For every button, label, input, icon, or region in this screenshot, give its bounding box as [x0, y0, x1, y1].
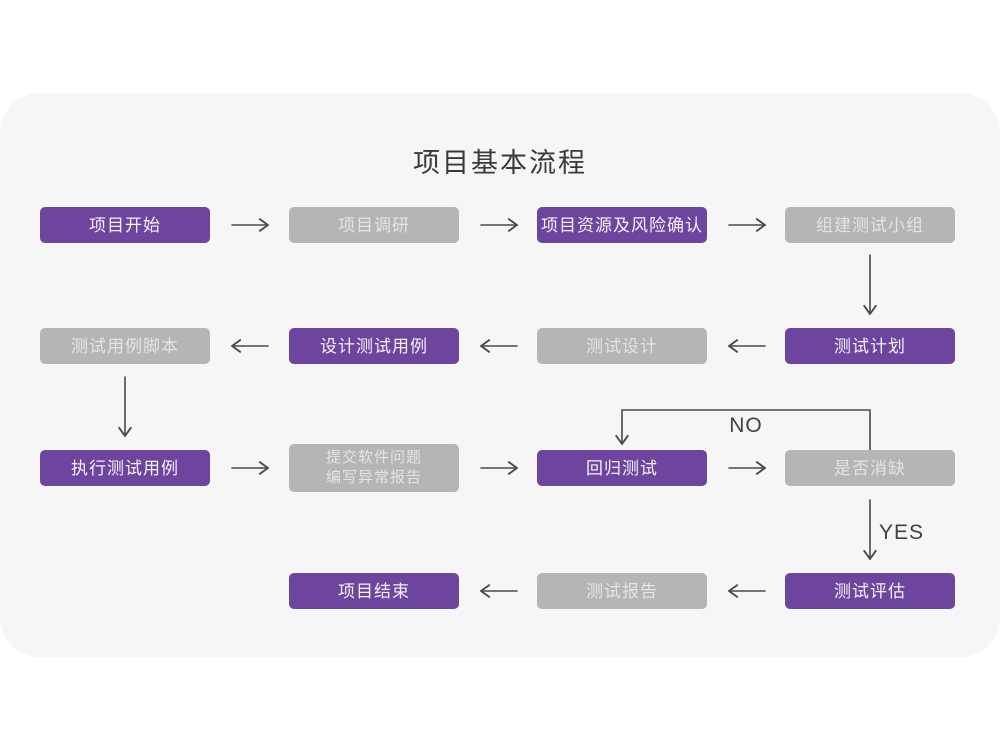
node-regression-test: 回归测试 [537, 450, 707, 486]
submit-issue-line1: 提交软件问题 [325, 449, 422, 466]
node-execute-test-cases: 执行测试用例 [40, 450, 210, 486]
node-test-report: 测试报告 [537, 573, 707, 609]
submit-issue-line2: 编写异常报告 [325, 469, 422, 486]
node-submit-issue-report: 提交软件问题 编写异常报告 [289, 444, 459, 492]
node-build-test-team: 组建测试小组 [785, 207, 955, 243]
flowchart-card [0, 93, 1000, 657]
node-defect-resolved-check: 是否消缺 [785, 450, 955, 486]
node-project-start: 项目开始 [40, 207, 210, 243]
node-test-evaluation: 测试评估 [785, 573, 955, 609]
node-test-case-scripts: 测试用例脚本 [40, 328, 210, 364]
edge-label-no: NO [729, 414, 763, 437]
node-project-end: 项目结束 [289, 573, 459, 609]
node-risk-confirmation: 项目资源及风险确认 [537, 207, 707, 243]
edge-label-yes: YES [879, 521, 925, 544]
node-project-research: 项目调研 [289, 207, 459, 243]
page-title: 项目基本流程 [413, 148, 587, 178]
node-design-test-cases: 设计测试用例 [289, 328, 459, 364]
node-test-design: 测试设计 [537, 328, 707, 364]
node-test-plan: 测试计划 [785, 328, 955, 364]
